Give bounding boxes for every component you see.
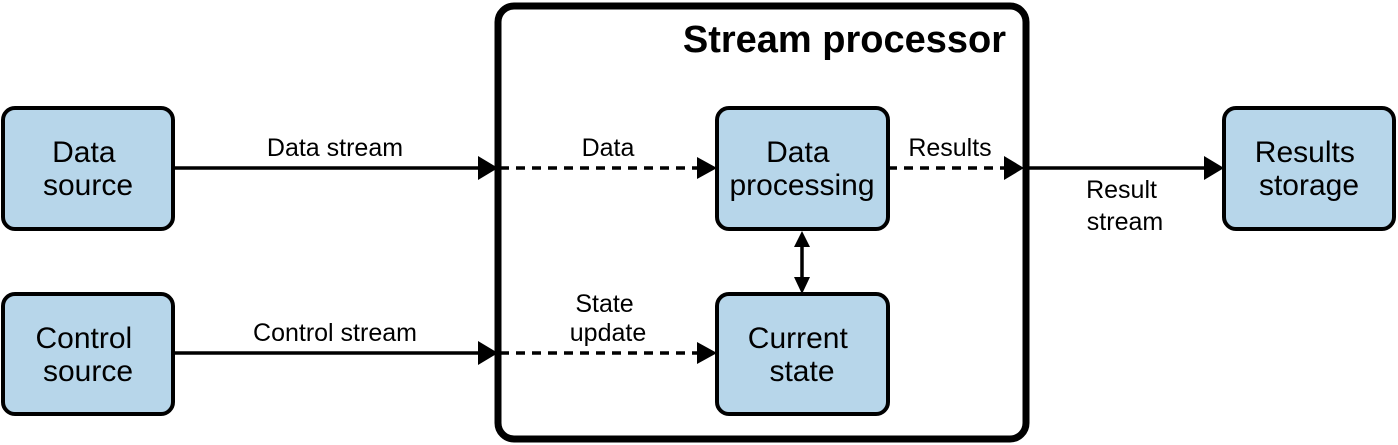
state-update-label-line-1: State	[575, 290, 633, 318]
data-arrowhead	[697, 157, 717, 179]
control-stream-label: Control stream	[253, 319, 417, 347]
data-stream-label: Data stream	[267, 134, 403, 162]
control-source-label-line-1: Control	[35, 322, 132, 355]
results-storage-label-line-2: storage	[1259, 169, 1359, 202]
svg-text:Data processing: Data processing	[729, 136, 874, 202]
data-source-node: Data source	[1, 106, 175, 231]
data-processing-label-line-1: Data	[766, 136, 830, 169]
svg-text:Current state: Current state	[748, 322, 856, 388]
result-stream-arrowhead	[1204, 156, 1224, 180]
data-stream-arrowhead	[478, 156, 498, 180]
data-processing-node: Data processing	[715, 106, 890, 231]
svg-text:State update: State update	[570, 290, 646, 347]
current-state-label-line-2: state	[769, 355, 834, 388]
control-source-node: Control source	[1, 292, 175, 416]
data-processing-label-line-2: processing	[729, 169, 874, 202]
results-arrowhead	[1004, 156, 1024, 180]
stream-processor-title: Stream processor	[683, 19, 1006, 61]
svg-text:Control source: Control source	[35, 322, 140, 388]
results-label: Results	[908, 134, 991, 162]
svg-text:Result stream: Result stream	[1086, 176, 1164, 236]
data-source-label-line-2: source	[43, 169, 133, 202]
state-update-arrowhead	[697, 342, 717, 364]
state-update-label-line-2: update	[570, 319, 646, 347]
data-source-label-line-1: Data	[52, 136, 116, 169]
current-state-node: Current state	[715, 292, 890, 416]
control-source-label-line-2: source	[43, 355, 133, 388]
results-storage-node: Results storage	[1222, 106, 1396, 231]
data-label: Data	[582, 134, 635, 162]
result-stream-label-line-2: stream	[1087, 208, 1163, 236]
result-stream-label-line-1: Result	[1086, 176, 1157, 204]
svg-text:Data source: Data source	[43, 136, 133, 202]
svg-text:Results storage: Results storage	[1255, 136, 1363, 202]
control-stream-arrowhead	[478, 341, 498, 365]
processing-state-down-arrowhead	[794, 277, 810, 294]
current-state-label-line-1: Current	[748, 322, 849, 355]
results-storage-label-line-1: Results	[1255, 136, 1355, 169]
processing-state-up-arrowhead	[794, 231, 810, 247]
